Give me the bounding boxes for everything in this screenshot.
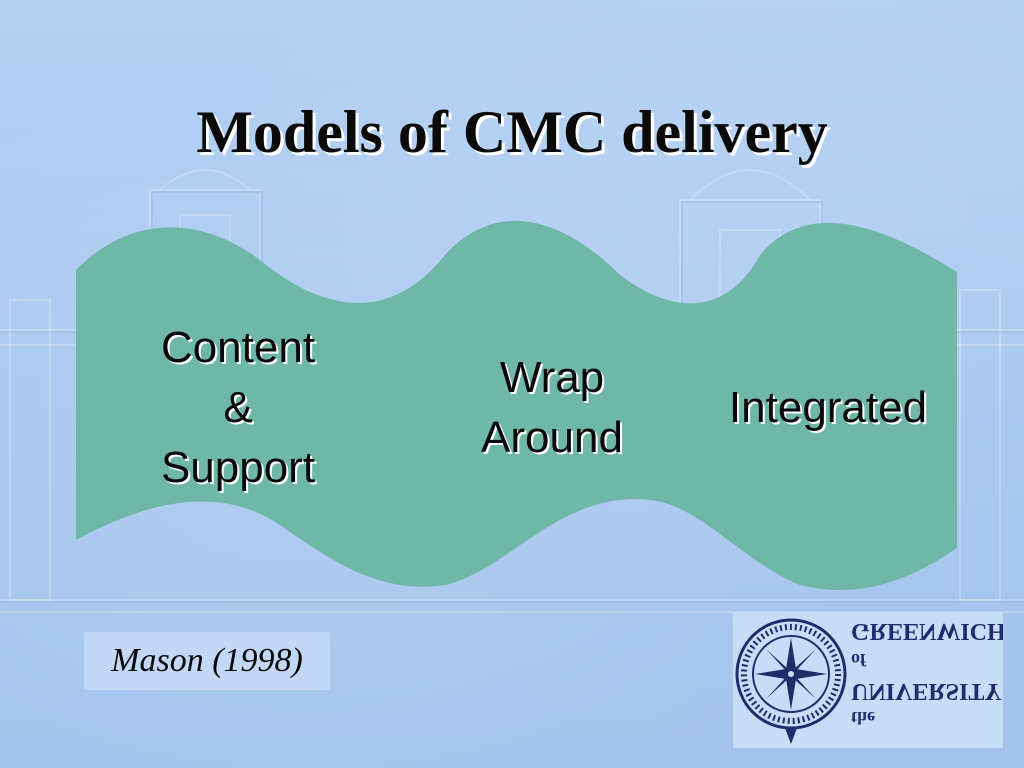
model-label-line: Integrated <box>728 383 928 432</box>
logo-text-2: of <box>851 650 867 670</box>
model-label-line: Around <box>481 413 623 462</box>
logo-text-1: GREENWICH <box>851 618 1003 644</box>
slide-title: Models of CMC delivery <box>196 99 828 165</box>
citation-box: Mason (1998) <box>84 632 330 690</box>
compass-seal-icon <box>735 618 847 744</box>
model-label-line: & <box>223 383 253 432</box>
model-content-support: Content & Support <box>138 318 338 498</box>
model-label-line: Wrap <box>499 353 605 402</box>
model-label-line: Support <box>160 443 316 492</box>
model-label-line: Content <box>160 323 316 372</box>
logo-text-4: the <box>851 708 875 728</box>
logo-text-3: UNIVERSITY <box>851 678 1002 704</box>
model-wrap-around: Wrap Around <box>452 348 652 468</box>
model-integrated: Integrated <box>708 378 948 438</box>
university-logo: GREENWICH of UNIVERSITY the <box>733 612 1003 748</box>
